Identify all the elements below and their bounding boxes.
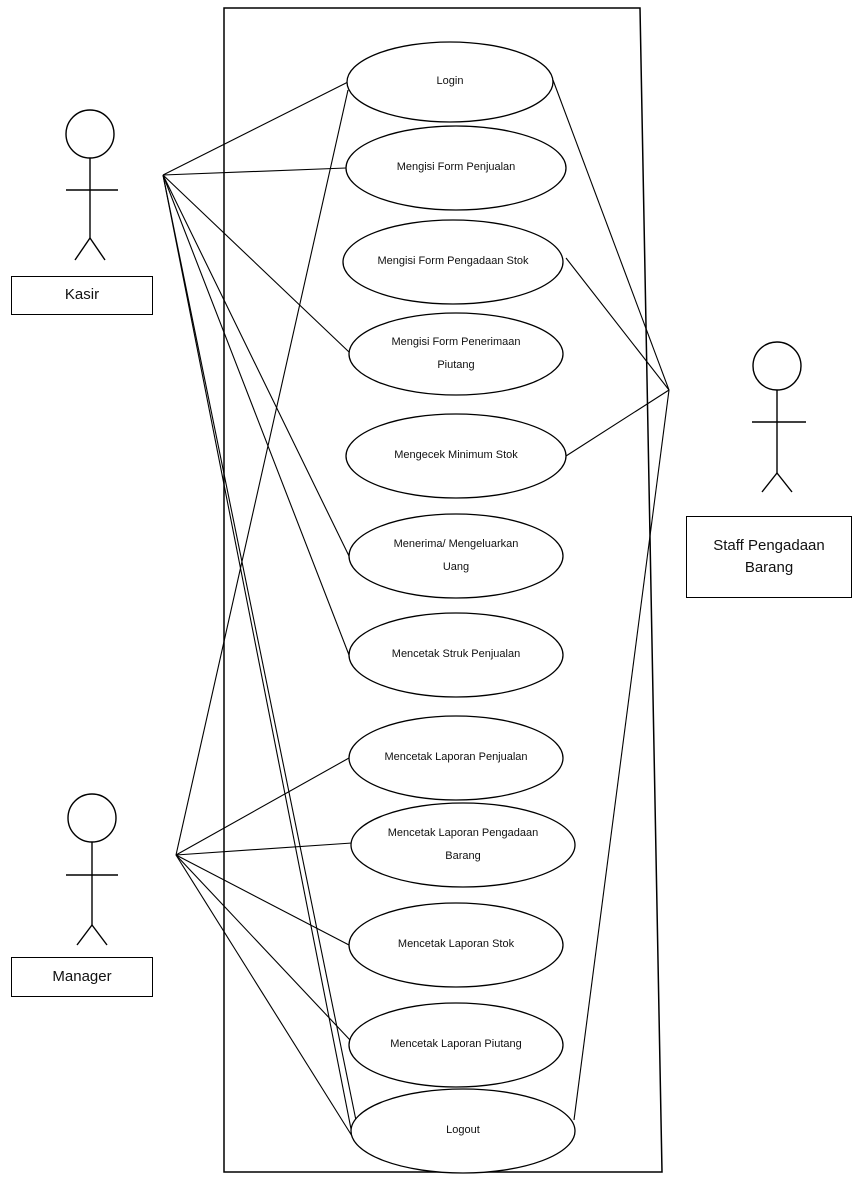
actor-staff-label: Staff Pengadaan Barang [686, 516, 852, 598]
use-case-laporan-pengadaan-barang-label: Mencetak Laporan Pengadaan Barang [387, 826, 539, 862]
use-case-laporan-penjualan-ellipse [348, 715, 564, 801]
use-case-laporan-stok-ellipse [348, 902, 564, 988]
kasir-menerima-uang-line [162, 174, 350, 557]
kasir-penerimaan-piutang-line [162, 174, 350, 353]
use-case-laporan-piutang-label: Mencetak Laporan Piutang [390, 1038, 522, 1051]
use-case-logout-ellipse [350, 1088, 576, 1174]
use-case-laporan-piutang-ellipse [348, 1002, 564, 1088]
use-case-laporan-pengadaan-barang-ellipse [350, 802, 576, 888]
staff-login-line [552, 79, 670, 391]
use-case-logout-label: Logout [446, 1124, 480, 1137]
manager-laporan-stok-line [175, 854, 350, 946]
kasir-login-line [162, 81, 349, 176]
use-case-form-penjualan-ellipse [345, 125, 567, 211]
use-case-form-pengadaan-stok-ellipse [342, 219, 564, 305]
kasir-logout-line-2 [162, 174, 361, 1141]
kasir-struk-penjualan-line [162, 174, 350, 656]
use-case-struk-penjualan-ellipse [348, 612, 564, 698]
use-case-struk-penjualan-label: Mencetak Struk Penjualan [391, 648, 521, 661]
actor-manager-label: Manager [11, 957, 153, 997]
manager-laporan-piutang-line [175, 854, 351, 1041]
kasir-stick-figure [65, 109, 118, 261]
use-case-ellipses [342, 41, 576, 1174]
use-case-form-pengadaan-stok-label: Mengisi Form Pengadaan Stok [377, 255, 529, 268]
kasir-form-penjualan-line [162, 167, 347, 176]
use-case-menerima-mengeluarkan-uang-ellipse [348, 513, 564, 599]
use-case-mengecek-minimum-stok-ellipse [345, 413, 567, 499]
use-case-laporan-stok-label: Mencetak Laporan Stok [397, 938, 515, 951]
use-case-menerima-mengeluarkan-uang-label: Menerima/ Mengeluarkan Uang [393, 537, 519, 573]
manager-login-line [175, 89, 349, 856]
use-case-form-penjualan-label: Mengisi Form Penjualan [396, 161, 516, 174]
kasir-logout-line [162, 174, 353, 1135]
staff-stick-figure [752, 341, 806, 493]
staff-pengadaan-stok-line [565, 257, 670, 391]
actor-kasir-label: Kasir [11, 276, 153, 315]
system-boundary [223, 7, 663, 1173]
staff-minimum-stok-line [565, 389, 670, 457]
manager-stick-figure [66, 793, 118, 946]
manager-laporan-pengadaan-line [175, 842, 353, 856]
use-case-login-label: Login [436, 75, 464, 88]
use-case-laporan-penjualan-label: Mencetak Laporan Penjualan [384, 751, 528, 764]
association-lines [162, 79, 670, 1141]
manager-laporan-penjualan-line [175, 757, 350, 856]
use-case-mengecek-minimum-stok-label: Mengecek Minimum Stok [394, 449, 518, 462]
manager-logout-line [175, 854, 353, 1137]
staff-logout-line [573, 389, 670, 1121]
use-case-form-penerimaan-piutang-label: Mengisi Form Penerimaan Piutang [391, 335, 521, 371]
use-case-login-ellipse [346, 41, 554, 123]
use-case-form-penerimaan-piutang-ellipse [348, 312, 564, 396]
